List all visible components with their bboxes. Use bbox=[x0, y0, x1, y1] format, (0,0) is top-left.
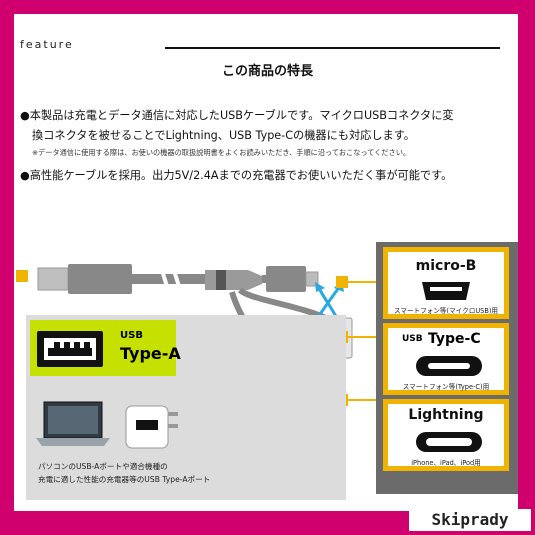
lightning-sub: iPhone、iPad、iPod用 bbox=[411, 459, 481, 467]
bullet-1-line-2: 換コネクタを被せることでLightning、USB Type-Cの機器にも対応し… bbox=[32, 129, 415, 142]
splitter bbox=[205, 270, 262, 290]
section-label: feature bbox=[20, 38, 74, 51]
micro-b-sub: スマートフォン等(マイクロUSB)用 bbox=[393, 307, 499, 315]
micro-b-port-icon bbox=[422, 282, 470, 300]
lightning-port-icon bbox=[416, 432, 482, 452]
bullet-2: ●高性能ケーブルを採用。出力5V/2.4Aまでの充電器でお使いいただく事が可能で… bbox=[20, 169, 453, 182]
micro-b-plug-tip bbox=[305, 271, 319, 287]
devices-illustration bbox=[36, 401, 178, 449]
bullet-1-note: ※データ通信に使用する際は、お使いの機器の取扱説明書をよくお読みいただき、手順に… bbox=[32, 148, 411, 157]
usb-a-prefix: USB bbox=[120, 330, 143, 341]
bullet-1-line-1: ●本製品は充電とデータ通信に対応したUSBケーブルです。マイクロUSBコネクタに… bbox=[20, 109, 454, 122]
micro-b-plug-body bbox=[266, 266, 306, 292]
connector-lightning: Lightning iPhone、iPad、iPod用 bbox=[383, 399, 509, 471]
lightning-label: Lightning bbox=[408, 407, 484, 423]
usb-a-plug-body bbox=[68, 264, 132, 294]
usb-a-plug-metal bbox=[37, 267, 69, 291]
watermark: Skiprady bbox=[409, 509, 531, 531]
type-c-label: Type-C bbox=[428, 331, 481, 347]
type-c-sub: スマートフォン等(Type-C)用 bbox=[402, 383, 490, 391]
type-c-prefix: USB bbox=[402, 334, 423, 344]
charger-icon bbox=[125, 405, 178, 449]
usb-a-name: Type-A bbox=[120, 344, 181, 363]
connector-type-c: USB Type-C スマートフォン等(Type-C)用 bbox=[383, 323, 509, 395]
header-divider bbox=[165, 47, 500, 49]
connector-micro-b: micro-B スマートフォン等(マイクロUSB)用 bbox=[383, 247, 509, 319]
page-title: この商品の特長 bbox=[221, 64, 313, 79]
usb-a-port-icon bbox=[37, 331, 103, 367]
micro-b-label: micro-B bbox=[415, 258, 477, 274]
laptop-icon bbox=[36, 401, 110, 446]
usb-a-caption: パソコンのUSB-Aポートや適合機種の 充電に適した性能の充電器等のUSB Ty… bbox=[38, 462, 211, 484]
type-c-port-icon bbox=[416, 356, 482, 376]
